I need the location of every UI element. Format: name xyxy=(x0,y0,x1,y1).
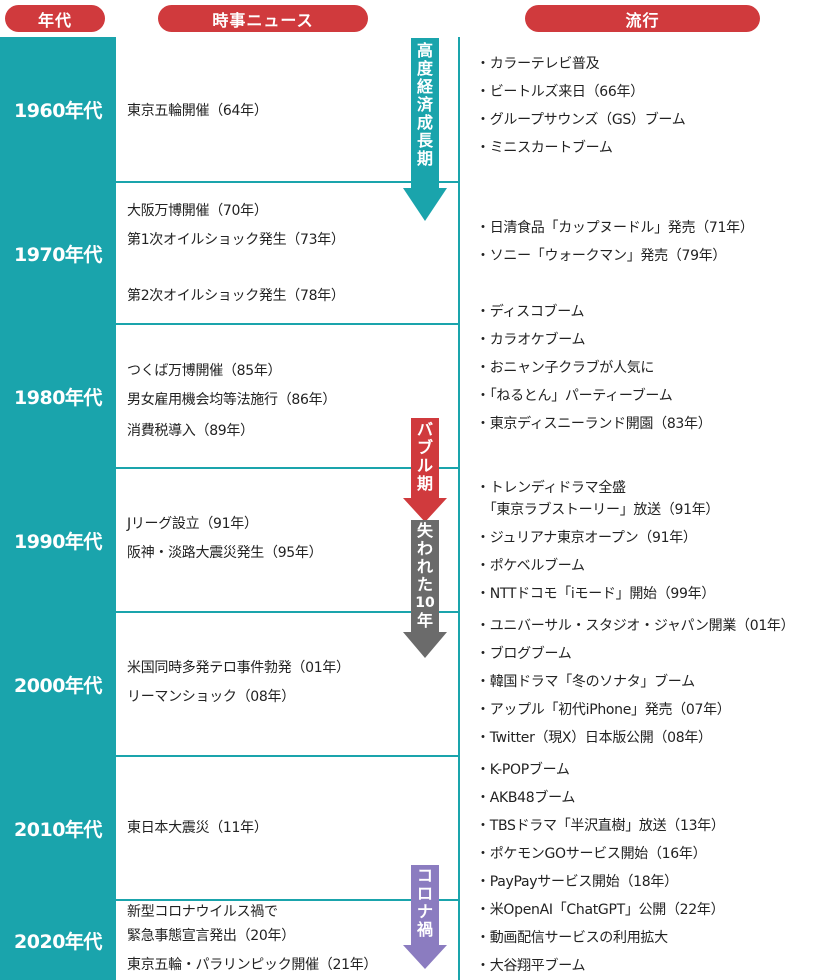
trend-item: ・ビートルズ来日（66年） xyxy=(476,84,644,100)
news-item: リーマンショック（08年） xyxy=(127,689,295,705)
news-item: 第2次オイルショック発生（78年） xyxy=(127,288,345,304)
era-arrow-high-growth: 高 度 経 済 成 長 期 xyxy=(395,38,455,221)
decade-2010: 2010年代 xyxy=(0,757,116,899)
news-item: 大阪万博開催（70年） xyxy=(127,203,268,219)
trend-item: ・米OpenAI「ChatGPT」公開（22年） xyxy=(476,902,725,918)
news-item: Jリーグ設立（91年） xyxy=(127,516,258,532)
trend-item: ・カラーテレビ普及 xyxy=(476,56,600,72)
header-news: 時事ニュース xyxy=(158,5,368,32)
divider xyxy=(0,467,458,469)
trend-item: ・動画配信サービスの利用拡大 xyxy=(476,930,668,946)
trend-item: ・おニャン子クラブが人気に xyxy=(476,360,655,376)
trend-item: ・グループサウンズ（GS）ブーム xyxy=(476,112,686,128)
trend-item: ・ユニバーサル・スタジオ・ジャパン開業（01年） xyxy=(476,618,795,634)
trend-item: ・「ねるとん」パーティーブーム xyxy=(476,388,673,404)
trend-item: ・ブログブーム xyxy=(476,646,572,662)
trend-item: ・ポケモンGOサービス開始（16年） xyxy=(476,846,707,862)
news-item: 消費税導入（89年） xyxy=(127,423,254,439)
header-decade: 年代 xyxy=(5,5,105,32)
news-item: 緊急事態宣言発出（20年） xyxy=(127,928,295,944)
news-item: 東京五輪・パラリンピック開催（21年） xyxy=(127,957,378,973)
news-item: 阪神・淡路大震災発生（95年） xyxy=(127,545,323,561)
news-item: 米国同時多発テロ事件勃発（01年） xyxy=(127,660,350,676)
news-item: 第1次オイルショック発生（73年） xyxy=(127,232,345,248)
trend-item: ・ソニー「ウォークマン」発売（79年） xyxy=(476,248,727,264)
divider xyxy=(0,323,458,325)
trend-item: ・ミニスカートブーム xyxy=(476,140,613,156)
trend-item: ・日清食品「カップヌードル」発売（71年） xyxy=(476,220,754,236)
trend-item: ・ディスコブーム xyxy=(476,304,585,320)
header-trends: 流行 xyxy=(525,5,760,32)
trend-item: ・ジュリアナ東京オープン（91年） xyxy=(476,530,697,546)
column-divider xyxy=(458,37,460,980)
trend-item: ・PayPayサービス開始（18年） xyxy=(476,874,678,890)
divider xyxy=(0,181,458,183)
era-arrow-covid: コ ロ ナ 禍 xyxy=(395,865,455,969)
trend-item: 「東京ラブストーリー」放送（91年） xyxy=(476,502,720,518)
trend-item: ・アップル「初代iPhone」発売（07年） xyxy=(476,702,731,718)
news-item: 東日本大震災（11年） xyxy=(127,820,268,836)
trend-item: ・NTTドコモ「iモード」開始（99年） xyxy=(476,586,716,602)
trend-item: ・韓国ドラマ「冬のソナタ」ブーム xyxy=(476,674,695,690)
decade-1970: 1970年代 xyxy=(0,183,116,323)
era-arrow-bubble: バ ブ ル 期 xyxy=(395,418,455,522)
trend-item: ・Twitter（現X）日本版公開（08年） xyxy=(476,730,712,746)
trend-item: ・カラオケブーム xyxy=(476,332,586,348)
trend-item: ・東京ディスニーランド開園（83年） xyxy=(476,416,712,432)
decade-1980: 1980年代 xyxy=(0,325,116,467)
decade-1960: 1960年代 xyxy=(0,37,116,181)
decade-2000: 2000年代 xyxy=(0,613,116,755)
decade-2020: 2020年代 xyxy=(0,901,116,980)
trend-item: ・TBSドラマ「半沢直樹」放送（13年） xyxy=(476,818,725,834)
trend-item: ・大谷翔平ブーム xyxy=(476,958,586,974)
trend-item: ・AKB48ブーム xyxy=(476,790,576,806)
trend-item: ・ポケベルブーム xyxy=(476,558,585,574)
trend-item: ・トレンディドラマ全盛 xyxy=(476,480,626,496)
era-arrow-lost-decade: 失 わ れ た 10 年 xyxy=(395,520,455,658)
trend-item: ・K-POPブーム xyxy=(476,762,570,778)
news-item: 男女雇用機会均等法施行（86年） xyxy=(127,392,337,408)
news-item: つくば万博開催（85年） xyxy=(127,363,282,379)
decade-1990: 1990年代 xyxy=(0,469,116,611)
divider xyxy=(0,755,458,757)
divider xyxy=(0,611,458,613)
news-item: 新型コロナウイルス禍で xyxy=(127,904,278,920)
divider xyxy=(0,899,458,901)
news-item: 東京五輪開催（64年） xyxy=(127,103,268,119)
